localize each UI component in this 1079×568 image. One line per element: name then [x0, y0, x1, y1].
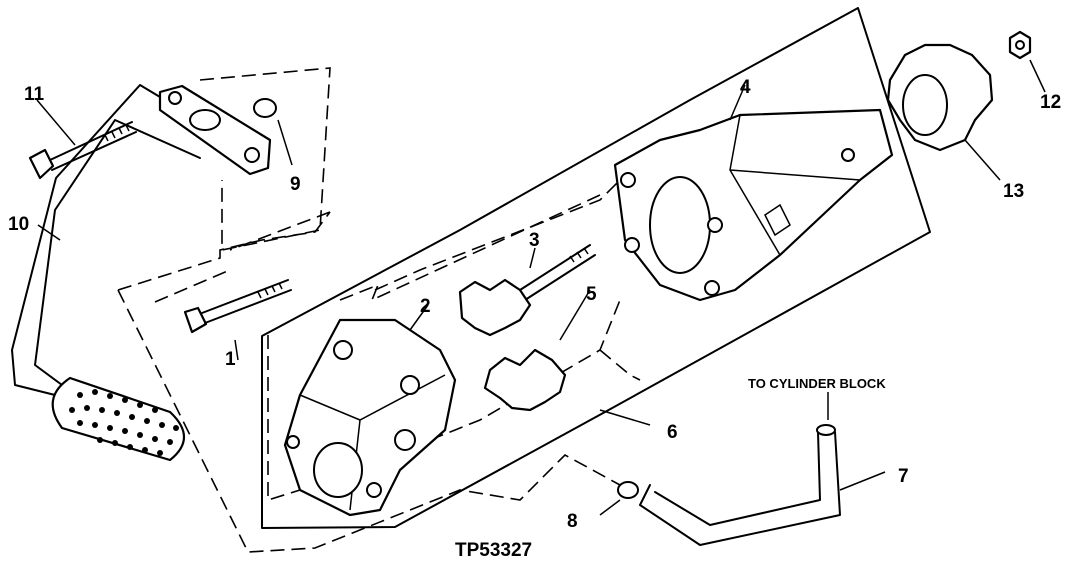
idler-gear [483, 348, 567, 412]
leader-lines [36, 59, 1046, 516]
assembly-outline [261, 7, 931, 529]
callout-9: 9 [290, 174, 301, 195]
cap-screw-lower [183, 279, 292, 334]
cap-screw-upper [28, 121, 137, 180]
callout-10: 10 [8, 214, 29, 235]
callout-2: 2 [420, 296, 431, 317]
drive-gear-shaft [458, 244, 596, 337]
dashed-pickup-outline [199, 67, 331, 251]
callout-4: 4 [740, 77, 751, 98]
pump-body [283, 318, 457, 517]
pump-outlet-port [313, 442, 363, 498]
flange-hole [168, 91, 182, 105]
callout-12: 12 [1040, 92, 1061, 113]
callout-8: 8 [567, 511, 578, 532]
drive-gear-assembly [886, 43, 994, 152]
pipe-outlet [189, 109, 221, 131]
note-to-cylinder-block: TO CYLINDER BLOCK [748, 376, 886, 391]
callout-5: 5 [586, 284, 597, 305]
callout-3: 3 [529, 230, 540, 251]
o-ring-upper [253, 98, 277, 118]
dashed-group-outline [117, 289, 621, 553]
callout-7: 7 [898, 466, 909, 487]
outlet-tube [639, 424, 841, 546]
intake-screen [51, 376, 185, 462]
cover-gear-cavity [649, 176, 711, 274]
nut-bore [1015, 40, 1025, 50]
o-ring-lower [617, 481, 639, 499]
suction-pipe-assembly [11, 84, 272, 462]
pump-cover [613, 108, 894, 302]
flange-hole [244, 147, 260, 163]
figure-code: TP53327 [455, 540, 532, 561]
callout-6: 6 [667, 422, 678, 443]
callout-13: 13 [1003, 181, 1024, 202]
dashed-gear-outline [339, 194, 621, 441]
suction-pipe [11, 84, 201, 396]
callout-11: 11 [24, 84, 45, 105]
pipe-flange [158, 84, 272, 176]
dashed-group-outline [117, 211, 331, 291]
callout-1: 1 [225, 349, 236, 370]
